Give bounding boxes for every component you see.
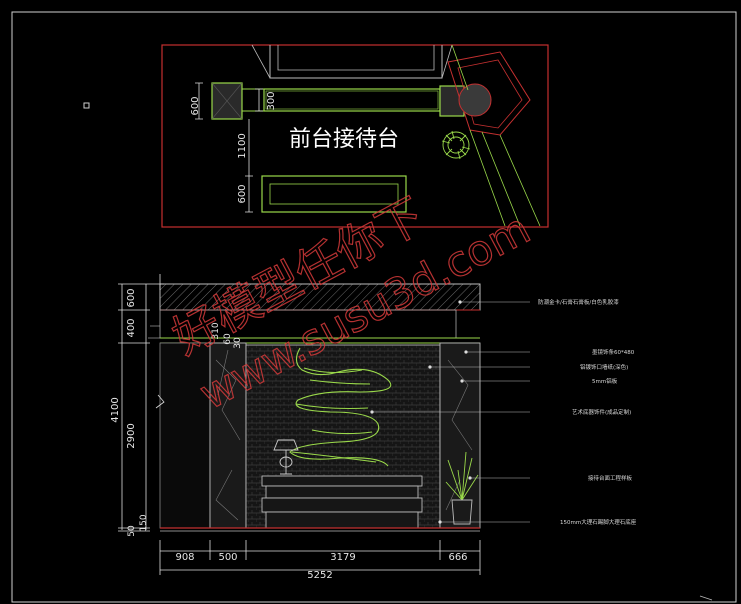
dim-5252-total: 5252 — [307, 570, 332, 581]
annotation-2: 墨镜饰条60*480 — [592, 348, 635, 356]
dim-600: 600 — [126, 288, 137, 307]
dim-908: 908 — [175, 552, 194, 563]
drawing-frame — [11, 11, 737, 603]
plan-plant — [441, 130, 471, 160]
potted-plant — [445, 451, 479, 525]
dim-310: 310 — [211, 322, 221, 339]
dim-400: 400 — [126, 318, 137, 337]
plan-title: 前台接待台 — [289, 127, 399, 152]
annotation-5: 艺术底器饰件(成品定制) — [572, 408, 631, 416]
plan-dim-600-top: 600 — [190, 96, 201, 115]
dim-150: 150 — [139, 514, 149, 531]
dim-60: 60 — [223, 333, 233, 345]
dim-2900: 2900 — [126, 423, 137, 448]
plan-dim-300: 300 — [266, 91, 277, 110]
annotation-6: 接待台面工程样板 — [588, 474, 633, 482]
art-sculpture — [289, 347, 392, 467]
annotation-1: 防潮金卡/石膏石膏板/白色乳胶漆 — [538, 298, 619, 306]
desk-lamp — [273, 439, 299, 475]
annotation-leaders — [372, 301, 530, 523]
plan-right-room — [447, 51, 531, 136]
plan-round-table — [458, 83, 492, 117]
elevation-view: 600 400 4100 2900 50 150 310 60 30 908 5… — [110, 274, 637, 581]
ceiling-band — [159, 283, 481, 311]
annotation-7: 150mm大理石踢脚大理石底座 — [560, 518, 637, 526]
corner-mark — [699, 595, 713, 601]
dim-50: 50 — [127, 525, 137, 537]
annotation-3: 铝镀饰口墙纸(深色) — [580, 363, 628, 371]
small-marker — [83, 102, 90, 109]
annotation-dots — [370, 300, 472, 524]
dim-30: 30 — [233, 337, 243, 349]
left-wall — [159, 342, 211, 529]
dim-3179: 3179 — [330, 552, 355, 563]
reception-desk — [261, 475, 423, 529]
plan-view: 600 300 1100 600 前台接待台 — [161, 44, 549, 228]
plan-dim-1100: 1100 — [237, 133, 248, 158]
plan-top-panel — [269, 45, 443, 79]
plan-border — [161, 44, 549, 228]
plan-counter — [263, 88, 441, 112]
dim-500: 500 — [218, 552, 237, 563]
plan-dim-600-bottom: 600 — [237, 184, 248, 203]
annotation-4: 5mm铝板 — [592, 377, 618, 385]
dim-4100: 4100 — [110, 397, 121, 422]
plan-cabinet — [261, 175, 407, 213]
dim-666: 666 — [448, 552, 467, 563]
